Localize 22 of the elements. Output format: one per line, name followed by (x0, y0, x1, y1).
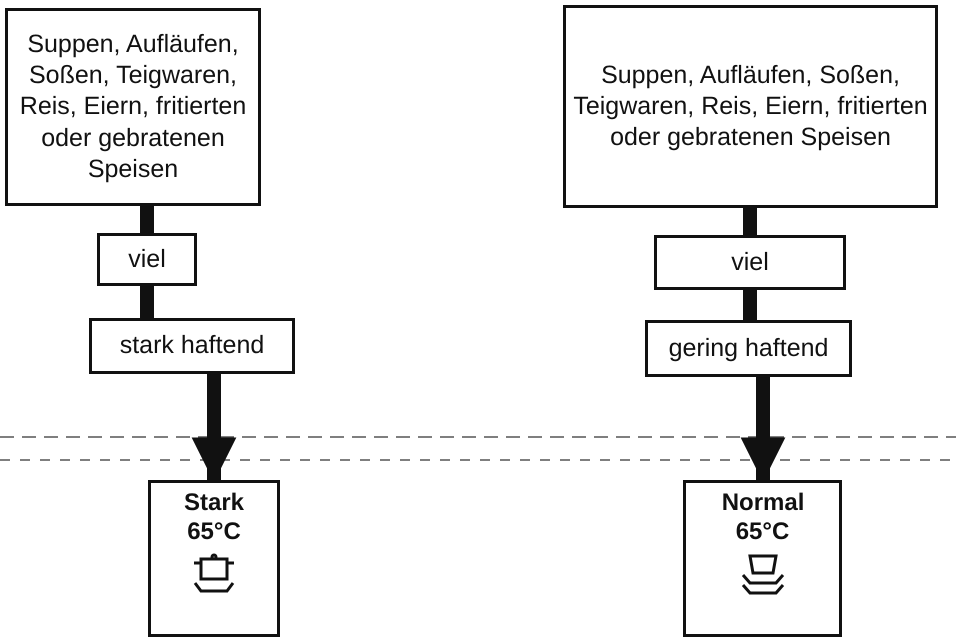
program-box (683, 480, 842, 637)
box-text: Suppen, Aufläufen, Soßen, Teigwaren, Reis, Eiern, fritierten oder gebratenen Speisen (18, 28, 248, 185)
box-text: Suppen, Aufläufen, Soßen, Teigwaren, Reis, Eiern, fritierten oder gebratenen Speisen (572, 60, 929, 154)
program-box (148, 480, 280, 637)
box-text: stark haftend (118, 330, 266, 362)
food-box (5, 8, 261, 206)
connector-bar (140, 206, 154, 233)
connector-bar (743, 290, 757, 320)
connector-bar (743, 208, 757, 235)
box-text: gering haftend (668, 332, 830, 364)
box-text: Normal 65°C (720, 489, 806, 547)
arrow (740, 377, 786, 482)
box-text: viel (127, 244, 167, 275)
food-box (563, 5, 938, 208)
condition-box (645, 320, 852, 377)
connector-bar (140, 286, 154, 318)
condition-box (97, 233, 197, 286)
box-text: viel (730, 246, 770, 278)
arrow (192, 374, 236, 482)
condition-box (89, 318, 295, 374)
condition-box (654, 235, 846, 290)
box-text: Stark 65°C (182, 489, 246, 547)
